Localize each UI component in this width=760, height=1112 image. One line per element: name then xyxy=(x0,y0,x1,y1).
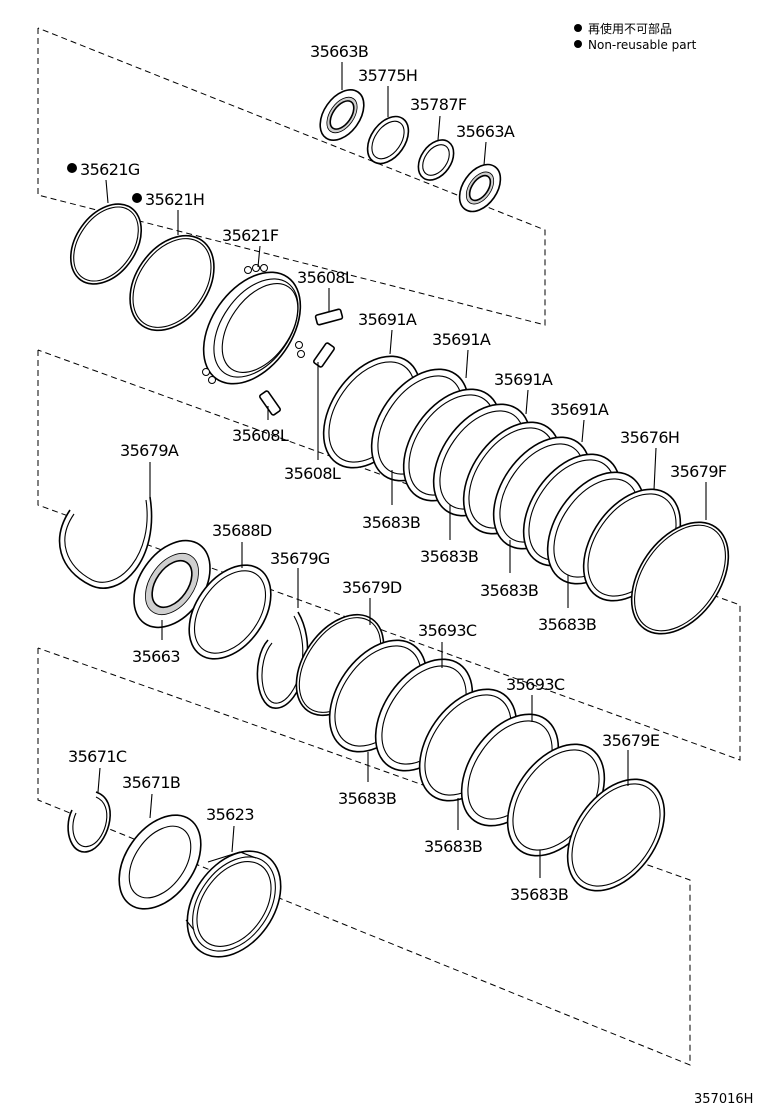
part-label-35663B: 35663B xyxy=(310,42,368,61)
part-label-35691A-b: 35691A xyxy=(432,330,491,349)
part-label-35671C: 35671C xyxy=(68,747,127,766)
part-label-35663: 35663 xyxy=(132,647,180,666)
part-label-35671B: 35671B xyxy=(122,773,180,792)
non-reusable-bullet-icon xyxy=(132,193,142,203)
part-label-35683B-f: 35683B xyxy=(424,837,482,856)
part-label-35683B-c: 35683B xyxy=(480,581,538,600)
part-label-35679A: 35679A xyxy=(120,441,179,460)
leader-lines xyxy=(97,62,707,878)
part-label-35679F: 35679F xyxy=(670,462,727,481)
legend-label-en: Non-reusable part xyxy=(588,38,697,52)
part-label-35676H: 35676H xyxy=(620,428,679,447)
non-reusable-bullet-icon xyxy=(67,163,77,173)
part-label-35679D: 35679D xyxy=(342,578,402,597)
part-label-35679E: 35679E xyxy=(602,731,660,750)
part-label-35683B-b: 35683B xyxy=(420,547,478,566)
part-label-35691A-d: 35691A xyxy=(550,400,609,419)
non-reusable-bullet-icon xyxy=(574,24,582,32)
parts-group-3 xyxy=(67,639,666,958)
part-label-35621G: 35621G xyxy=(80,160,140,179)
part-label-35621H: 35621H xyxy=(145,190,204,209)
legend-label-ja: 再使用不可部品 xyxy=(588,21,672,36)
part-label-35787F: 35787F xyxy=(410,95,467,114)
part-label-35775H: 35775H xyxy=(358,66,417,85)
non-reusable-bullet-icon xyxy=(574,40,582,48)
part-label-35693C-b: 35693C xyxy=(506,675,565,694)
part-label-35683B-a: 35683B xyxy=(362,513,420,532)
part-label-35683B-g: 35683B xyxy=(510,885,568,904)
part-label-35621F: 35621F xyxy=(222,226,279,245)
part-label-35688D: 35688D xyxy=(212,521,272,540)
part-label-35691A-a: 35691A xyxy=(358,310,417,329)
part-label-35683B-e: 35683B xyxy=(338,789,396,808)
part-label-35663A: 35663A xyxy=(456,122,515,141)
diagram-code: 357016H xyxy=(694,1092,753,1107)
part-labels: 35663B 35775H 35787F 35663A 35621G 35621… xyxy=(67,42,727,904)
part-label-35608L-a: 35608L xyxy=(297,268,354,287)
part-label-35623: 35623 xyxy=(206,805,254,824)
part-label-35679G: 35679G xyxy=(270,549,330,568)
part-label-35693C-a: 35693C xyxy=(418,621,477,640)
part-label-35608L-b: 35608L xyxy=(232,426,289,445)
part-label-35608L-c: 35608L xyxy=(284,464,341,483)
parts-group-1 xyxy=(69,89,502,416)
legend: 再使用不可部品 Non-reusable part xyxy=(574,21,697,52)
part-label-35683B-d: 35683B xyxy=(538,615,596,634)
part-label-35691A-c: 35691A xyxy=(494,370,553,389)
